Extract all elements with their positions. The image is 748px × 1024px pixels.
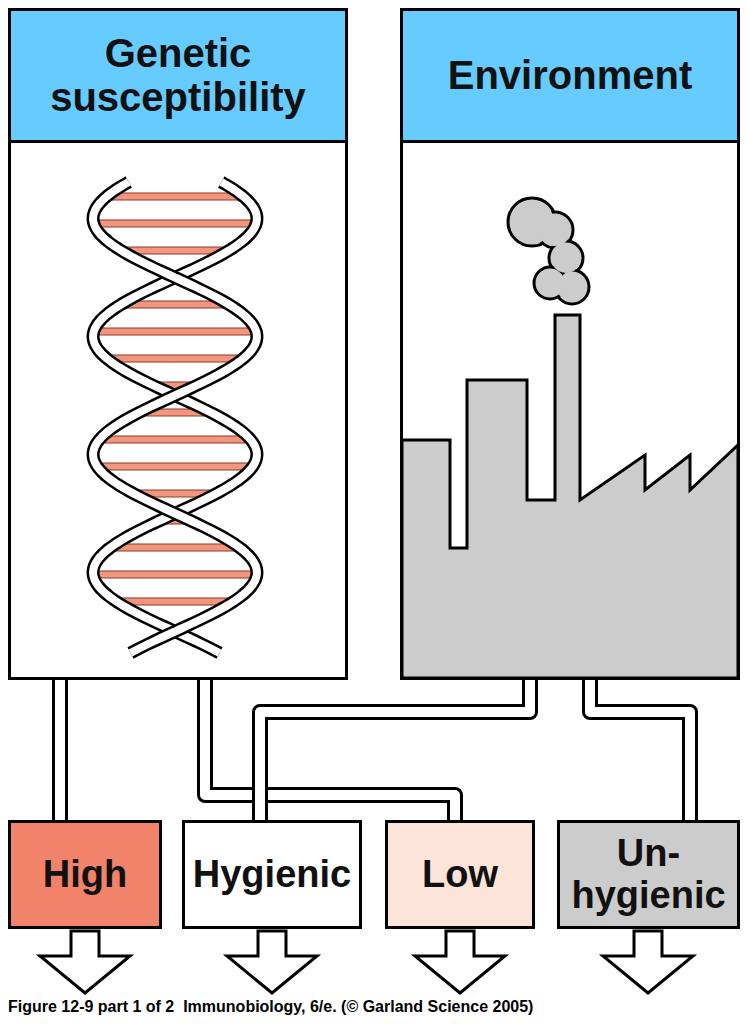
base-pair: [111, 544, 239, 551]
smoke-puff: [551, 243, 581, 273]
strand: [93, 182, 257, 653]
down-arrow: [603, 931, 693, 993]
outcome-box: Un- hygienic: [557, 820, 740, 929]
header-band: Environment: [403, 11, 737, 143]
smoke-puff: [536, 269, 564, 297]
outcome-box: High: [8, 820, 162, 929]
pipe-fill: [260, 680, 530, 820]
base-pair: [94, 220, 257, 227]
pipe-outline: [205, 680, 455, 820]
base-pair: [100, 436, 250, 443]
base-pair: [97, 463, 253, 470]
base-pair: [107, 193, 243, 200]
factory: [402, 198, 738, 678]
base-pair: [116, 598, 235, 605]
outcome-arrows: [40, 931, 693, 993]
base-pair: [94, 328, 256, 335]
base-pair: [106, 355, 244, 362]
header-band: Genetic susceptibility: [11, 11, 345, 143]
pipe-outline: [52, 680, 68, 820]
pipe-outline: [260, 680, 530, 820]
pipe-connector: [205, 680, 455, 820]
factory-building: [402, 315, 738, 678]
down-arrow: [40, 931, 130, 993]
base-pair: [93, 571, 257, 578]
outcome-box: Hygienic: [182, 820, 362, 929]
down-arrow: [227, 931, 317, 993]
dna-helix: [93, 182, 257, 653]
smoke: [508, 198, 589, 304]
pipe-outline: [590, 680, 690, 820]
pipe-connector: [590, 680, 690, 820]
strand: [93, 182, 257, 653]
pipe-fill: [55, 680, 65, 820]
outcome-label: High: [37, 854, 133, 895]
down-arrow: [415, 931, 505, 993]
header-text: Environment: [442, 54, 698, 97]
pipe-fill: [590, 680, 690, 820]
smoke-puff: [539, 214, 571, 246]
header-text: Genetic susceptibility: [11, 32, 345, 118]
pipe-fill: [205, 680, 455, 820]
strand-outline: [93, 182, 257, 653]
outcome-label: Un- hygienic: [560, 833, 737, 915]
factor-box: Environment: [400, 8, 740, 680]
pipe-connector: [60, 680, 61, 820]
smoke-fill: [510, 200, 587, 302]
figure-caption: Figure 12-9 part 1 of 2 Immunobiology, 6…: [8, 998, 533, 1016]
strand-outline: [93, 182, 257, 653]
outcome-label: Low: [416, 854, 504, 895]
outcome-box: Low: [385, 820, 535, 929]
pipe-connector: [260, 680, 530, 820]
factor-box: Genetic susceptibility: [8, 8, 348, 680]
outcome-label: Hygienic: [187, 854, 357, 895]
